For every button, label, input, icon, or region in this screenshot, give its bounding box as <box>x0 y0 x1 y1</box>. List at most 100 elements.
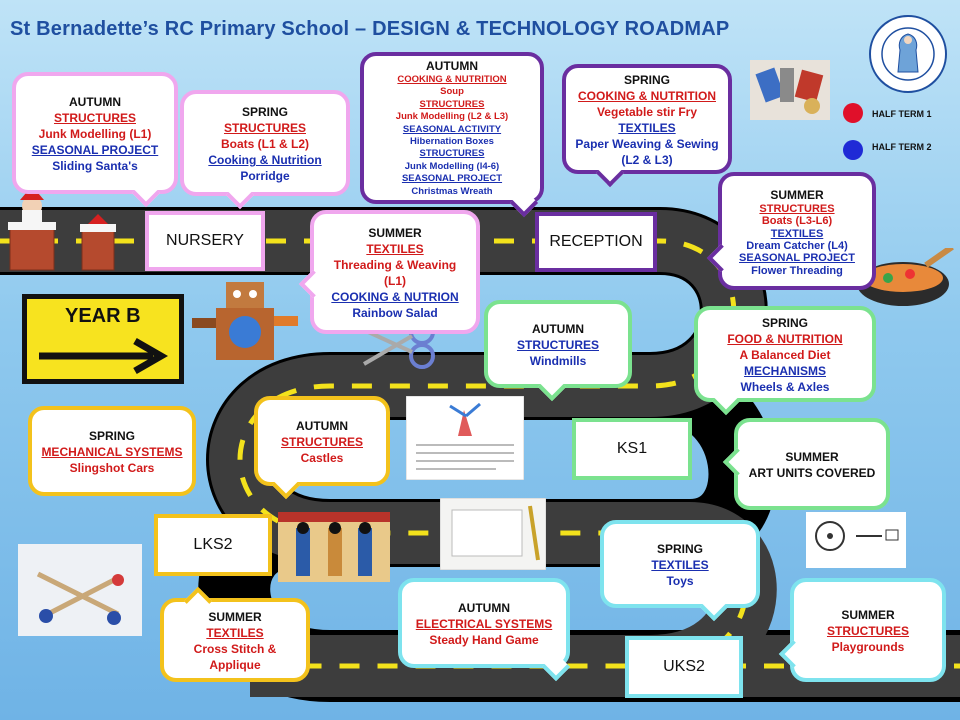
project-label: Boats (L1 & L2) <box>220 137 309 151</box>
egyptian-castle-picture <box>278 512 390 582</box>
legend-half-term-1: HALF TERM 1 <box>872 109 932 119</box>
subject-label: TEXTILES <box>651 558 709 572</box>
stage-ks1: KS1 <box>572 418 692 480</box>
season-label: SUMMER <box>368 226 422 240</box>
project-label: A Balanced Diet <box>739 348 831 362</box>
season-label: SPRING <box>241 105 288 119</box>
subject-label: COOKING & NUTRITION <box>578 89 716 103</box>
project-label: Rainbow Salad <box>352 306 438 320</box>
season-label: SPRING <box>761 316 808 330</box>
project-label: Castles <box>300 451 344 465</box>
project-label: Wheels & Axles <box>740 380 830 394</box>
project-label: Christmas Wreath <box>411 185 493 197</box>
subject-label: SEASONAL PROJECT <box>31 143 159 157</box>
bubble-nursery-summer: SUMMER TEXTILES Threading & Weaving (L1)… <box>298 210 480 334</box>
season-label: SUMMER <box>770 187 824 202</box>
subject-label: Cooking & Nutrition <box>208 153 322 167</box>
subject-label: STRUCTURES <box>419 148 485 160</box>
season-label: SPRING <box>88 429 135 443</box>
bubble-uks2-spring: SPRING TEXTILES Toys <box>600 520 760 622</box>
project-label: (L2 & L3) <box>621 153 673 167</box>
subject-label: STRUCTURES <box>759 202 835 215</box>
windmill-worksheet-picture <box>406 396 524 480</box>
bubble-ks1-summer: SUMMER ART UNITS COVERED <box>722 418 890 510</box>
bubble-reception-summer: SUMMER STRUCTURES Boats (L3-L6) TEXTILES… <box>706 172 876 290</box>
legend-half-term-2: HALF TERM 2 <box>872 142 932 152</box>
project-label: Toys <box>666 574 694 588</box>
subject-label: ELECTRICAL SYSTEMS <box>415 617 553 631</box>
project-label: Boats (L3-L6) <box>761 215 833 228</box>
subject-label: SEASONAL PROJECT <box>401 173 503 185</box>
stage-lks2: LKS2 <box>154 514 272 576</box>
subject-label: MECHANISMS <box>743 364 826 378</box>
season-label: AUTUMN <box>532 322 584 336</box>
project-label: Porridge <box>240 169 290 183</box>
subject-label: COOKING & NUTRION <box>331 290 459 304</box>
bubble-nursery-spring: SPRING STRUCTURES Boats (L1 & L2) Cookin… <box>180 90 350 210</box>
subject-label: SEASONAL PROJECT <box>739 252 855 265</box>
bubble-uks2-summer: SUMMER STRUCTURES Playgrounds <box>778 578 946 682</box>
project-label: Junk Modelling (L1) <box>38 127 152 141</box>
bubble-reception-spring: SPRING COOKING & NUTRITION Vegetable sti… <box>562 64 732 188</box>
season-label: AUTUMN <box>69 95 121 109</box>
project-label: ART UNITS COVERED <box>748 466 876 480</box>
bubble-uks2-autumn: AUTUMN ELECTRICAL SYSTEMS Steady Hand Ga… <box>398 578 571 682</box>
project-label: Flower Threading <box>751 264 843 277</box>
season-label: SUMMER <box>785 450 839 464</box>
project-label: Cross Stitch & <box>193 642 277 656</box>
project-label: Junk Modelling (L2 & L3) <box>395 111 509 123</box>
project-label: Applique <box>209 658 261 672</box>
stage-reception: RECEPTION <box>535 212 657 272</box>
subject-label: TEXTILES <box>618 121 676 135</box>
subject-label: STRUCTURES <box>223 121 306 135</box>
project-label: Hibernation Boxes <box>410 136 494 147</box>
subject-label: TEXTILES <box>366 242 424 256</box>
subject-label: STRUCTURES <box>53 111 136 125</box>
arrow-right-icon <box>39 337 169 375</box>
bubble-lks2-summer: SUMMER TEXTILES Cross Stitch & Applique <box>160 586 310 682</box>
season-label: SUMMER <box>208 610 262 624</box>
school-logo <box>869 15 947 93</box>
season-label: SPRING <box>656 542 703 556</box>
robot-craft-picture <box>192 282 298 360</box>
project-label: (L1) <box>384 274 406 288</box>
project-label: Vegetable stir Fry <box>596 105 698 119</box>
subject-label: STRUCTURES <box>826 624 909 638</box>
subject-label: MECHANICAL SYSTEMS <box>41 445 183 459</box>
page-title: St Bernadette’s RC Primary School – DESI… <box>10 18 730 40</box>
half-term-1-dot-icon <box>843 103 863 123</box>
design-sketch-picture <box>440 498 546 570</box>
subject-label: STRUCTURES <box>516 338 599 352</box>
chimney-picture <box>80 214 116 271</box>
half-term-2-dot-icon <box>843 140 863 160</box>
season-label: SPRING <box>623 73 670 87</box>
season-label: AUTUMN <box>296 419 348 433</box>
bubble-lks2-autumn: AUTUMN STRUCTURES Castles <box>254 396 390 500</box>
wheel-axle-diagram-picture <box>806 512 906 568</box>
project-label: Threading & Weaving <box>333 258 457 272</box>
project-label: Slingshot Cars <box>69 461 155 475</box>
subject-label: TEXTILES <box>770 227 824 240</box>
subject-label: STRUCTURES <box>419 98 485 110</box>
subject-label: TEXTILES <box>206 626 264 640</box>
stage-uks2: UKS2 <box>625 636 743 698</box>
project-label: Windmills <box>529 354 587 368</box>
junk-model-photo <box>750 60 830 120</box>
season-label: AUTUMN <box>458 601 510 615</box>
year-b-label: YEAR B <box>65 305 141 327</box>
bubble-ks1-spring: SPRING FOOD & NUTRITION A Balanced Diet … <box>694 306 876 416</box>
slingshot-car-picture <box>18 544 142 636</box>
bubble-reception-autumn: AUTUMN COOKING & NUTRITION Soup STRUCTUR… <box>360 52 544 218</box>
project-label: Dream Catcher (L4) <box>746 240 848 252</box>
season-label: AUTUMN <box>426 58 478 73</box>
project-label: Soup <box>440 86 464 98</box>
season-label: SUMMER <box>841 608 895 622</box>
bubble-ks1-autumn: AUTUMN STRUCTURES Windmills <box>484 300 632 402</box>
project-label: Sliding Santa's <box>52 159 138 173</box>
bubble-lks2-spring: SPRING MECHANICAL SYSTEMS Slingshot Cars <box>28 406 196 496</box>
project-label: Steady Hand Game <box>429 633 539 647</box>
project-label: Paper Weaving & Sewing <box>575 137 719 151</box>
subject-label: SEASONAL ACTIVITY <box>402 123 502 135</box>
stage-nursery: NURSERY <box>145 211 265 271</box>
